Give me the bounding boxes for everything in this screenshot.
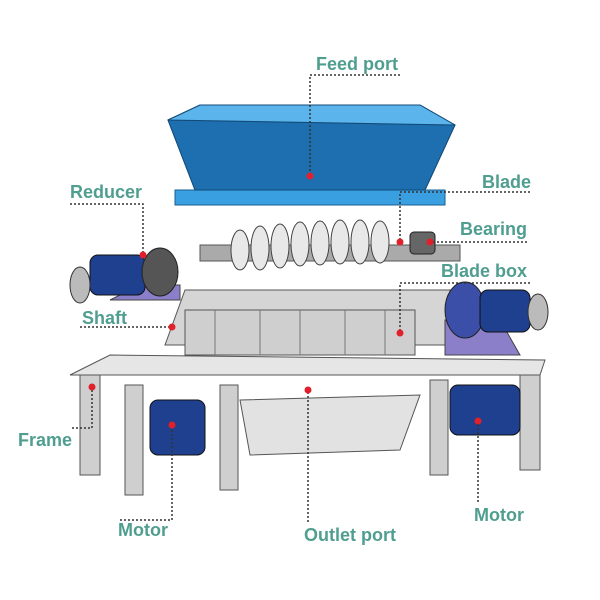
- label-shaft: Shaft: [82, 308, 127, 328]
- blade-shaft: [199, 219, 461, 271]
- label-blade: Blade: [482, 172, 532, 192]
- label-motor-right: Motor: [474, 505, 524, 525]
- label-frame: Frame: [18, 430, 73, 450]
- right-reducer: [444, 281, 549, 356]
- right-motor: [449, 384, 521, 436]
- feed-hopper: [167, 104, 456, 206]
- label-bearing: Bearing: [460, 219, 528, 239]
- label-motor-left: Motor: [118, 520, 168, 540]
- frame: [69, 354, 546, 496]
- label-reducer: Reducer: [70, 182, 143, 202]
- left-motor: [149, 399, 206, 456]
- blade-box: [164, 289, 451, 356]
- left-reducer: [69, 247, 181, 304]
- label-feed-port: Feed port: [316, 54, 399, 74]
- marker-dots: [88, 172, 482, 429]
- label-blade-box: Blade box: [441, 261, 528, 281]
- label-outlet-port: Outlet port: [304, 525, 396, 545]
- leader-lines: [70, 74, 530, 522]
